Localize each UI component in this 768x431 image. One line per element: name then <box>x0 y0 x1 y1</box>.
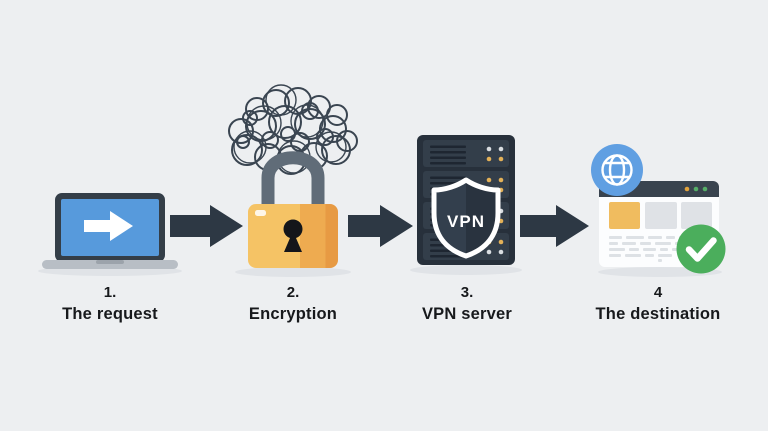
step-title: The destination <box>595 305 721 323</box>
flow-arrows <box>170 205 589 247</box>
padlock-with-scribble-icon <box>228 84 358 277</box>
card-gray-1 <box>645 202 677 229</box>
step-number: 1. <box>103 284 117 301</box>
scribble-cloud-icon <box>228 84 358 175</box>
card-gray-2 <box>681 202 712 229</box>
keyhole-stem <box>284 231 302 252</box>
step-number: 2. <box>286 284 300 301</box>
vpn-shield-label: VPN <box>447 212 485 231</box>
browser-content-cards <box>609 202 712 229</box>
step-title: VPN server <box>421 305 513 323</box>
right-arrow-icon <box>84 211 133 241</box>
keyhole-icon <box>283 219 303 239</box>
server-shadow <box>410 265 522 275</box>
step-title: The request <box>62 305 158 323</box>
laptop-with-arrow-icon <box>38 193 182 276</box>
step-label-vpn-server: 3. VPN server <box>377 284 557 325</box>
flow-arrow-3 <box>520 205 589 247</box>
step-label-the-destination: 4 The destination <box>568 284 748 325</box>
padlock-shackle <box>261 151 325 208</box>
step-number: 4 <box>653 284 663 301</box>
globe-icon <box>591 144 643 196</box>
check-circle-icon <box>676 224 726 274</box>
step-title: Encryption <box>248 305 338 323</box>
padlock-shadow <box>235 267 351 277</box>
server-with-vpn-shield-icon: VPN <box>410 135 522 275</box>
laptop-base <box>42 260 178 269</box>
flow-arrow-1 <box>170 205 243 247</box>
browser-with-globe-and-check-icon <box>591 144 726 277</box>
step-number: 3. <box>460 284 474 301</box>
step-label-the-request: 1. The request <box>20 284 200 325</box>
browser-window-dots <box>684 186 708 192</box>
flow-arrow-2 <box>348 205 413 247</box>
step-label-encryption: 2. Encryption <box>203 284 383 325</box>
vpn-shield-icon: VPN <box>431 177 501 259</box>
laptop-hinge-notch <box>96 260 124 264</box>
card-orange <box>609 202 640 229</box>
padlock-highlight <box>255 210 266 216</box>
